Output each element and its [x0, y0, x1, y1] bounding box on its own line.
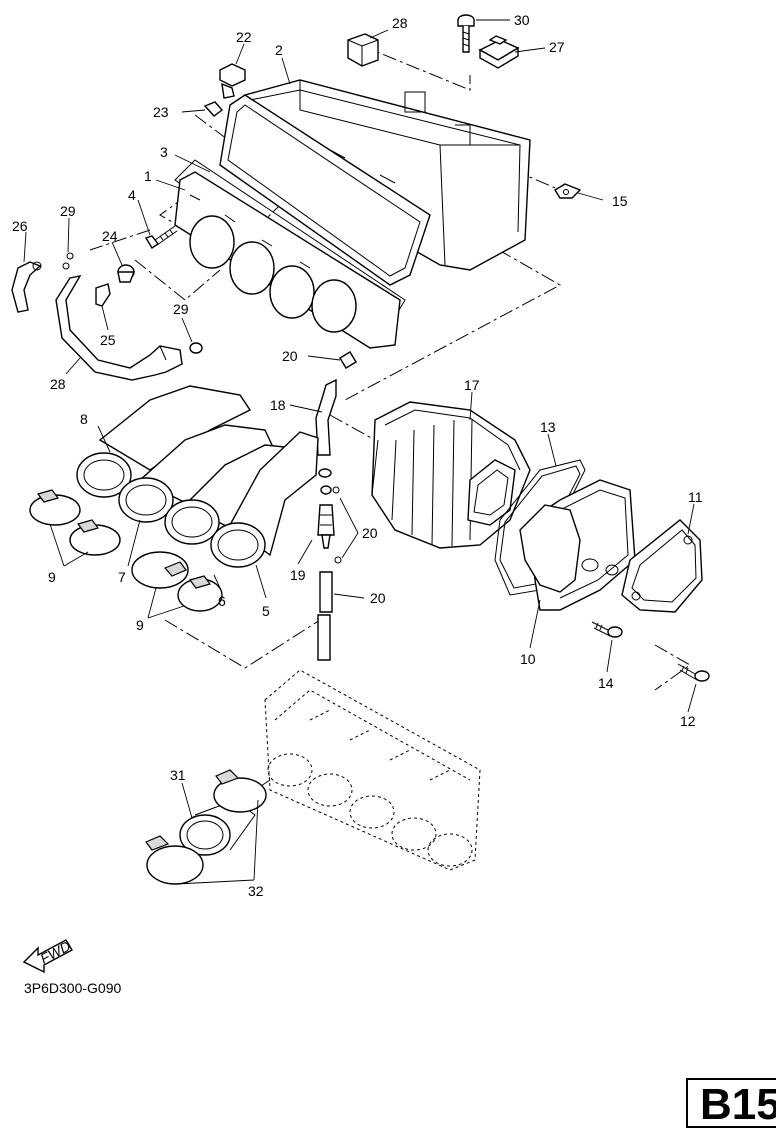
airbox-upper-case [219, 79, 531, 286]
callout-25: 26 [12, 218, 28, 234]
hose-17 [315, 378, 337, 456]
fwd-label: FWD [37, 938, 73, 967]
hose-19 [317, 571, 333, 661]
callout-32: 32 [248, 883, 264, 899]
callout-26: 27 [549, 39, 565, 55]
page-badge-label: B15 [700, 1080, 776, 1128]
callout-29-lower: 29 [173, 301, 189, 317]
callout-22: 23 [153, 104, 169, 120]
callout-11: 11 [688, 489, 703, 505]
air-filter-16 [371, 401, 531, 549]
callout-20-lower: 20 [362, 525, 378, 541]
callout-4: 4 [128, 187, 136, 203]
callout-29-upper: 29 [60, 203, 76, 219]
clip-20-upper [339, 351, 357, 369]
valve-18 [317, 468, 335, 549]
joint-plate-1 [174, 171, 401, 349]
hose-25 [11, 261, 42, 313]
callout-5: 5 [262, 603, 270, 619]
hose-28 [55, 275, 183, 381]
clip-20-lower [332, 486, 342, 564]
callout-8: 8 [80, 411, 88, 427]
callout-3: 3 [160, 144, 168, 160]
callout-numbers: 30 28 27 15 2 22 23 3 1 4 26 29 24 25 28… [12, 12, 703, 899]
callout-12: 12 [680, 713, 696, 729]
callout-2: 2 [275, 42, 283, 58]
callout-17: 18 [270, 397, 286, 413]
callout-10: 10 [520, 651, 536, 667]
callout-14: 14 [598, 675, 614, 691]
callout-23: 24 [102, 228, 118, 244]
callout-15: 15 [612, 193, 628, 209]
bolt-30 [457, 14, 475, 53]
callout-13: 13 [540, 419, 556, 435]
throttle-body-assembly [264, 669, 481, 871]
screw-12 [677, 663, 710, 682]
clamp-9-left [29, 489, 121, 556]
callout-28: 28 [50, 376, 66, 392]
clip-27 [347, 33, 379, 67]
callout-31: 31 [170, 767, 186, 783]
damper-26 [478, 35, 520, 69]
clamp-9-right [131, 551, 223, 612]
callout-7: 7 [118, 569, 126, 585]
joint-24 [95, 283, 111, 307]
page-badge: B15 [686, 1078, 776, 1128]
diagram-code: 3P6D300-G090 [24, 980, 122, 996]
clip-29-upper [62, 252, 74, 270]
callout-9-left: 9 [48, 569, 56, 585]
nut-15 [554, 183, 582, 199]
case-10 [519, 479, 636, 611]
cover-11 [621, 519, 703, 613]
callout-1: 1 [144, 168, 152, 184]
cap-21 [219, 63, 246, 99]
leader-lines [23, 19, 697, 885]
callout-21: 22 [236, 29, 252, 45]
clip-29-lower [189, 342, 203, 354]
callout-24: 25 [100, 332, 116, 348]
callout-9-right: 9 [136, 617, 144, 633]
callout-19: 20 [370, 590, 386, 606]
screw-4 [144, 225, 178, 249]
joint-5 [210, 431, 319, 568]
joint-23 [117, 264, 136, 283]
screw-14 [591, 621, 623, 638]
callout-18: 19 [290, 567, 306, 583]
callout-30: 30 [514, 12, 530, 28]
callout-16: 17 [464, 377, 480, 393]
clamp-32 [145, 769, 267, 885]
joint-8 [76, 385, 252, 498]
clamp-22 [203, 101, 224, 117]
fwd-arrow-icon: FWD [22, 938, 73, 974]
callout-6: 6 [218, 593, 226, 609]
callout-27: 28 [392, 15, 408, 31]
joint-7 [118, 424, 273, 523]
callout-20-upper: 20 [282, 348, 298, 364]
